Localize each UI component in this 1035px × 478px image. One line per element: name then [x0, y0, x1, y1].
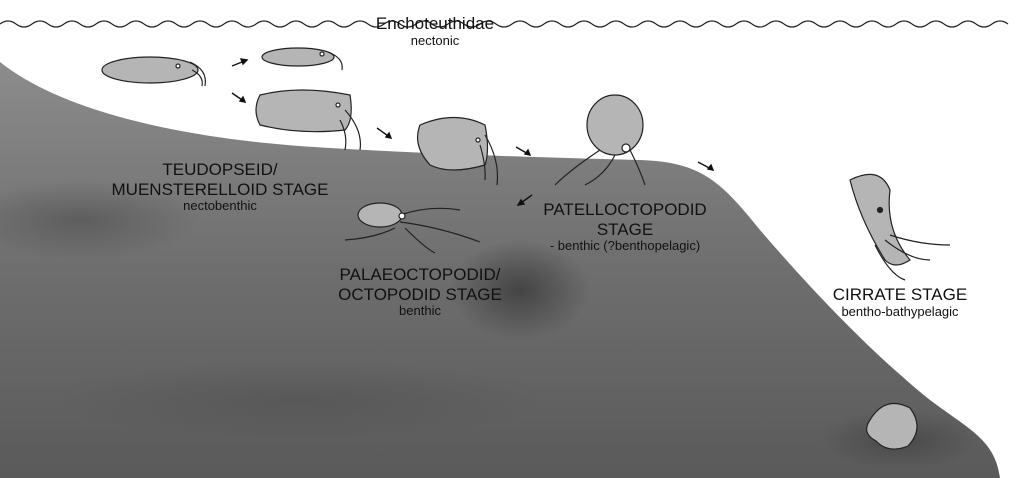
palaeoctopodid-habit: benthic [399, 303, 441, 319]
cirrate-pelagic [849, 173, 951, 281]
enchoteuthid-3 [255, 89, 362, 151]
patelloctopodid-habit: - benthic (?benthopelagic) [549, 238, 701, 254]
enchoteuthid-1 [101, 56, 207, 87]
teudopseid-line1: TEUDOPSEID/ [162, 160, 278, 179]
label-cirrate: CIRRATE STAGE bentho-bathypelagic [820, 285, 980, 319]
sea-surface-wave [0, 20, 1009, 28]
cirrate-habit: bentho-bathypelagic [841, 303, 959, 319]
teudopseid-habit: nectobenthic [183, 198, 257, 214]
label-patelloctopodid: PATELLOCTOPODID STAGE - benthic (?bentho… [535, 200, 715, 254]
patelloctopodid-line2: STAGE [596, 219, 654, 239]
cirrate-line1: CIRRATE STAGE [832, 285, 968, 304]
cirrate-benthic [866, 402, 918, 450]
teudopseid-line2: MUENSTERELLOID STAGE [111, 179, 329, 199]
patelloctopodid [554, 94, 646, 186]
palaeoctopodid-line1: PALAEOCTOPODID/ [339, 265, 501, 284]
label-teudopseid: TEUDOPSEID/ MUENSTERELLOID STAGE nectobe… [105, 160, 335, 214]
enchoteuthidae-habit: nectonic [410, 32, 460, 48]
enchoteuthid-4 [417, 116, 499, 186]
palaeoctopodid [344, 202, 481, 254]
label-palaeoctopodid: PALAEOCTOPODID/ OCTOPODID STAGE benthic [325, 265, 515, 319]
label-enchoteuthidae: Enchoteuthidae nectonic [370, 14, 500, 48]
enchoteuthidae-title: Enchoteuthidae [375, 14, 495, 33]
palaeoctopodid-line2: OCTOPODID STAGE [338, 284, 502, 304]
animal-illustrations [101, 47, 951, 450]
enchoteuthid-2 [261, 47, 343, 71]
patelloctopodid-line1: PATELLOCTOPODID [543, 200, 707, 219]
evolution-arrows [231, 58, 715, 206]
